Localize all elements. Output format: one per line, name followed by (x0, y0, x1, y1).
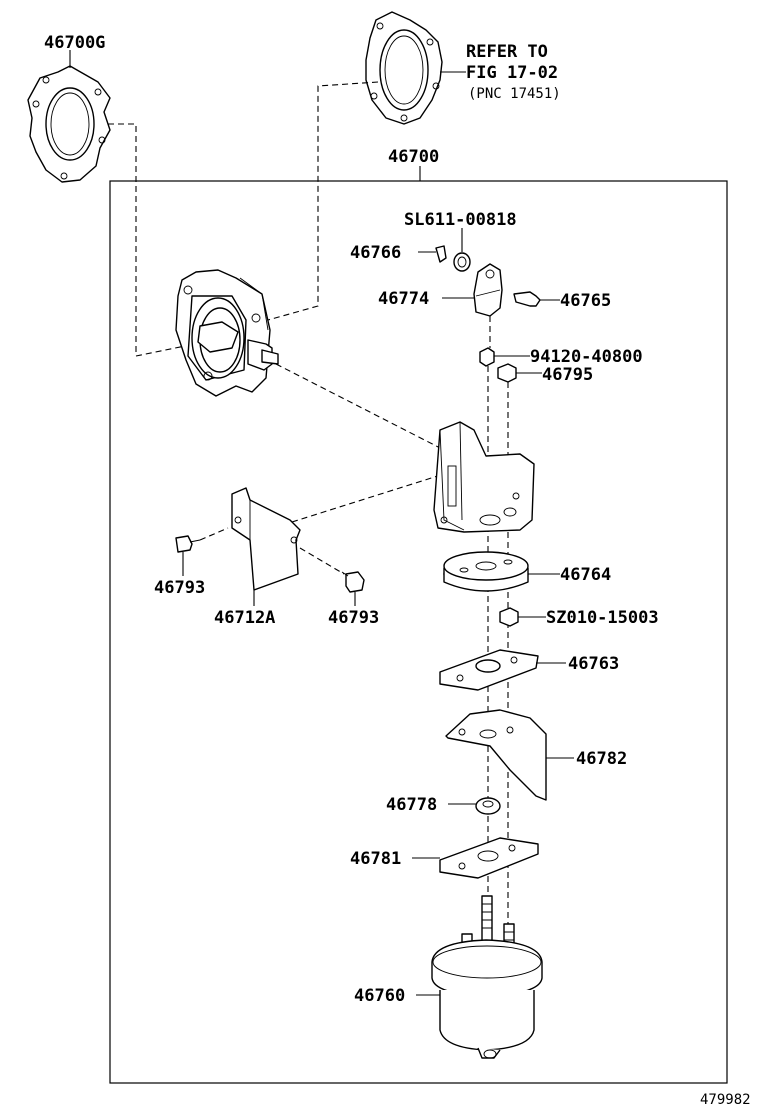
label-46766: 46766 (350, 243, 401, 263)
washer-46778[interactable] (475, 797, 501, 815)
pin-46765[interactable] (513, 291, 541, 307)
actuator-bracket[interactable] (433, 421, 535, 533)
figure-id: 479982 (700, 1092, 751, 1108)
label-46760: 46760 (354, 986, 405, 1006)
label-46764: 46764 (560, 565, 611, 585)
bracket-46712a[interactable] (231, 487, 301, 591)
nut-94120-40800[interactable] (479, 347, 495, 367)
plate-46781[interactable] (439, 837, 539, 879)
gasket-ref-fig-17-02[interactable] (365, 11, 443, 125)
label-46793-left: 46793 (154, 578, 205, 598)
plate-46763[interactable] (439, 649, 539, 691)
label-46795: 46795 (542, 365, 593, 385)
diaphragm-46764[interactable] (443, 551, 529, 592)
label-46774: 46774 (378, 289, 429, 309)
label-46700g: 46700G (44, 33, 105, 53)
screw-46793-right[interactable] (341, 571, 365, 593)
actuator-46760[interactable] (431, 895, 543, 1059)
lever-46774[interactable] (473, 263, 503, 317)
label-94120-40800: 94120-40800 (530, 347, 643, 367)
gasket-46700g[interactable] (27, 65, 111, 183)
label-pnc-17451: (PNC 17451) (468, 86, 561, 102)
label-46763: 46763 (568, 654, 619, 674)
label-46782: 46782 (576, 749, 627, 769)
label-46712a: 46712A (214, 608, 275, 628)
cotter-pin-46766[interactable] (435, 245, 447, 263)
label-46765: 46765 (560, 291, 611, 311)
nut-46795[interactable] (497, 363, 517, 383)
nut-sz010-15003[interactable] (499, 607, 519, 627)
label-sz010-15003: SZ010-15003 (546, 608, 659, 628)
label-46778: 46778 (386, 795, 437, 815)
shield-46782[interactable] (445, 709, 547, 801)
assembly-frame (109, 180, 728, 1084)
washer-sl611-00818[interactable] (453, 252, 471, 272)
throttle-body[interactable] (175, 269, 279, 397)
screw-46793-left[interactable] (175, 535, 201, 553)
label-sl611-00818: SL611-00818 (404, 210, 517, 230)
label-46781: 46781 (350, 849, 401, 869)
label-refer-to: REFER TO (466, 42, 548, 62)
label-46700: 46700 (388, 147, 439, 167)
label-46793-right: 46793 (328, 608, 379, 628)
label-fig-17-02: FIG 17-02 (466, 63, 558, 83)
